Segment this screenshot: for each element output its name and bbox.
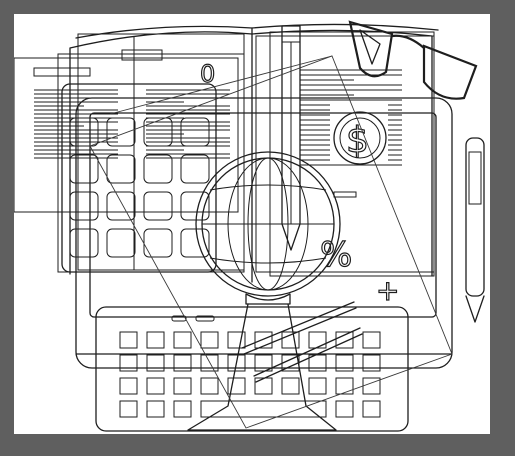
- keyboard-key: [362, 400, 381, 418]
- keyboard-key: [119, 331, 138, 349]
- keyboard-key: [281, 331, 300, 349]
- minus-symbol: [333, 191, 357, 198]
- pencil-icon[interactable]: [281, 25, 301, 251]
- keyboard-key: [146, 377, 165, 395]
- keyboard-key: [254, 377, 273, 395]
- pencil-body: [281, 25, 301, 251]
- laptop-frame: [75, 97, 453, 369]
- document-icon[interactable]: [14, 57, 239, 213]
- keyboard-key: [335, 400, 354, 418]
- calculator-key: [143, 228, 173, 258]
- calculator-key: [180, 191, 210, 221]
- coin-inner: [339, 117, 381, 159]
- keyboard-key: [173, 354, 192, 372]
- calculator-key: [143, 154, 173, 184]
- keyboard-key: [254, 331, 273, 349]
- diagonal-strokes: [241, 301, 363, 383]
- keyboard-key: [227, 331, 246, 349]
- keyboard-key: [335, 354, 354, 372]
- laptop-icon[interactable]: [75, 97, 453, 369]
- globe-stand-base: [187, 303, 337, 431]
- keyboard-key: [119, 377, 138, 395]
- document-text-lines: [34, 89, 230, 159]
- keyboard-key: [281, 377, 300, 395]
- calculator-key: [106, 191, 136, 221]
- selection-guide-1: [109, 55, 333, 115]
- keyboard-key: [200, 377, 219, 395]
- book-cover: [69, 29, 433, 277]
- pen-icon[interactable]: [465, 137, 485, 323]
- globe-icon[interactable]: [187, 151, 341, 431]
- keyboard-key: [227, 354, 246, 372]
- keyboard-key: [119, 400, 138, 418]
- keyboard-body: [95, 306, 409, 432]
- calculator-key: [69, 228, 99, 258]
- calculator-key: [106, 117, 136, 147]
- keyboard-key: [200, 331, 219, 349]
- glasses-lens-left-inner: [359, 29, 381, 65]
- laptop-hinge-right: [195, 315, 215, 322]
- line-art-illustration[interactable]: $ 0 % +: [14, 14, 490, 434]
- keyboard-key: [119, 354, 138, 372]
- keyboard-key: [146, 354, 165, 372]
- book-page-left-back: [77, 33, 245, 271]
- pen-body: [465, 137, 485, 297]
- keyboard-key: [362, 331, 381, 349]
- keyboard-key: [362, 354, 381, 372]
- glasses-lens-right: [422, 44, 478, 100]
- keyboard-spacebar: [200, 400, 327, 418]
- keyboard-key: [335, 377, 354, 395]
- stroke-1: [241, 301, 355, 349]
- calculator-key: [143, 191, 173, 221]
- stroke-4: [255, 333, 363, 383]
- glasses-bridge: [390, 34, 426, 50]
- coin-outer: [333, 111, 387, 165]
- keyboard-key: [308, 331, 327, 349]
- calculator-key: [106, 228, 136, 258]
- keyboard-key: [146, 331, 165, 349]
- selection-bounds-rotated: [89, 55, 453, 429]
- keyboard-key: [200, 354, 219, 372]
- zero-symbol: 0: [200, 60, 215, 88]
- artboard[interactable]: $ 0 % +: [14, 14, 490, 434]
- eyeglasses-icon[interactable]: [348, 20, 478, 100]
- book-right-text-lines: [300, 69, 402, 166]
- keyboard-key: [308, 377, 327, 395]
- pen-tip: [465, 295, 485, 323]
- keyboard-icon[interactable]: [95, 306, 409, 432]
- calculator-key: [106, 154, 136, 184]
- globe-parallels: [209, 184, 327, 264]
- calculator-icon[interactable]: [61, 83, 217, 273]
- keyboard-key: [173, 331, 192, 349]
- calculator-key: [180, 228, 210, 258]
- keyboard-key: [308, 354, 327, 372]
- laptop-hinge-left: [171, 315, 187, 322]
- stroke-3: [253, 327, 361, 377]
- keyboard-key: [173, 400, 192, 418]
- keyboard-key: [227, 377, 246, 395]
- calculator-key: [69, 191, 99, 221]
- dollar-coin-icon[interactable]: $: [333, 111, 387, 165]
- calculator-key: [69, 154, 99, 184]
- percent-symbol: %: [320, 235, 352, 275]
- keyboard-key: [335, 331, 354, 349]
- plus-symbol: +: [376, 274, 399, 307]
- book-label-tab: [121, 49, 163, 61]
- calculator-key: [180, 154, 210, 184]
- glasses-lens-left: [348, 20, 394, 78]
- calculator-body: [61, 83, 217, 273]
- keyboard-keys: [119, 331, 381, 418]
- globe-outer: [195, 151, 341, 297]
- laptop-screen: [89, 112, 437, 318]
- keyboard-key: [173, 377, 192, 395]
- stroke-2: [243, 307, 357, 355]
- document-title-box: [33, 67, 91, 77]
- globe-stand-neck: [245, 293, 291, 305]
- keyboard-key: [146, 400, 165, 418]
- dollar-symbol: $: [346, 120, 369, 161]
- pen-clip: [468, 151, 482, 205]
